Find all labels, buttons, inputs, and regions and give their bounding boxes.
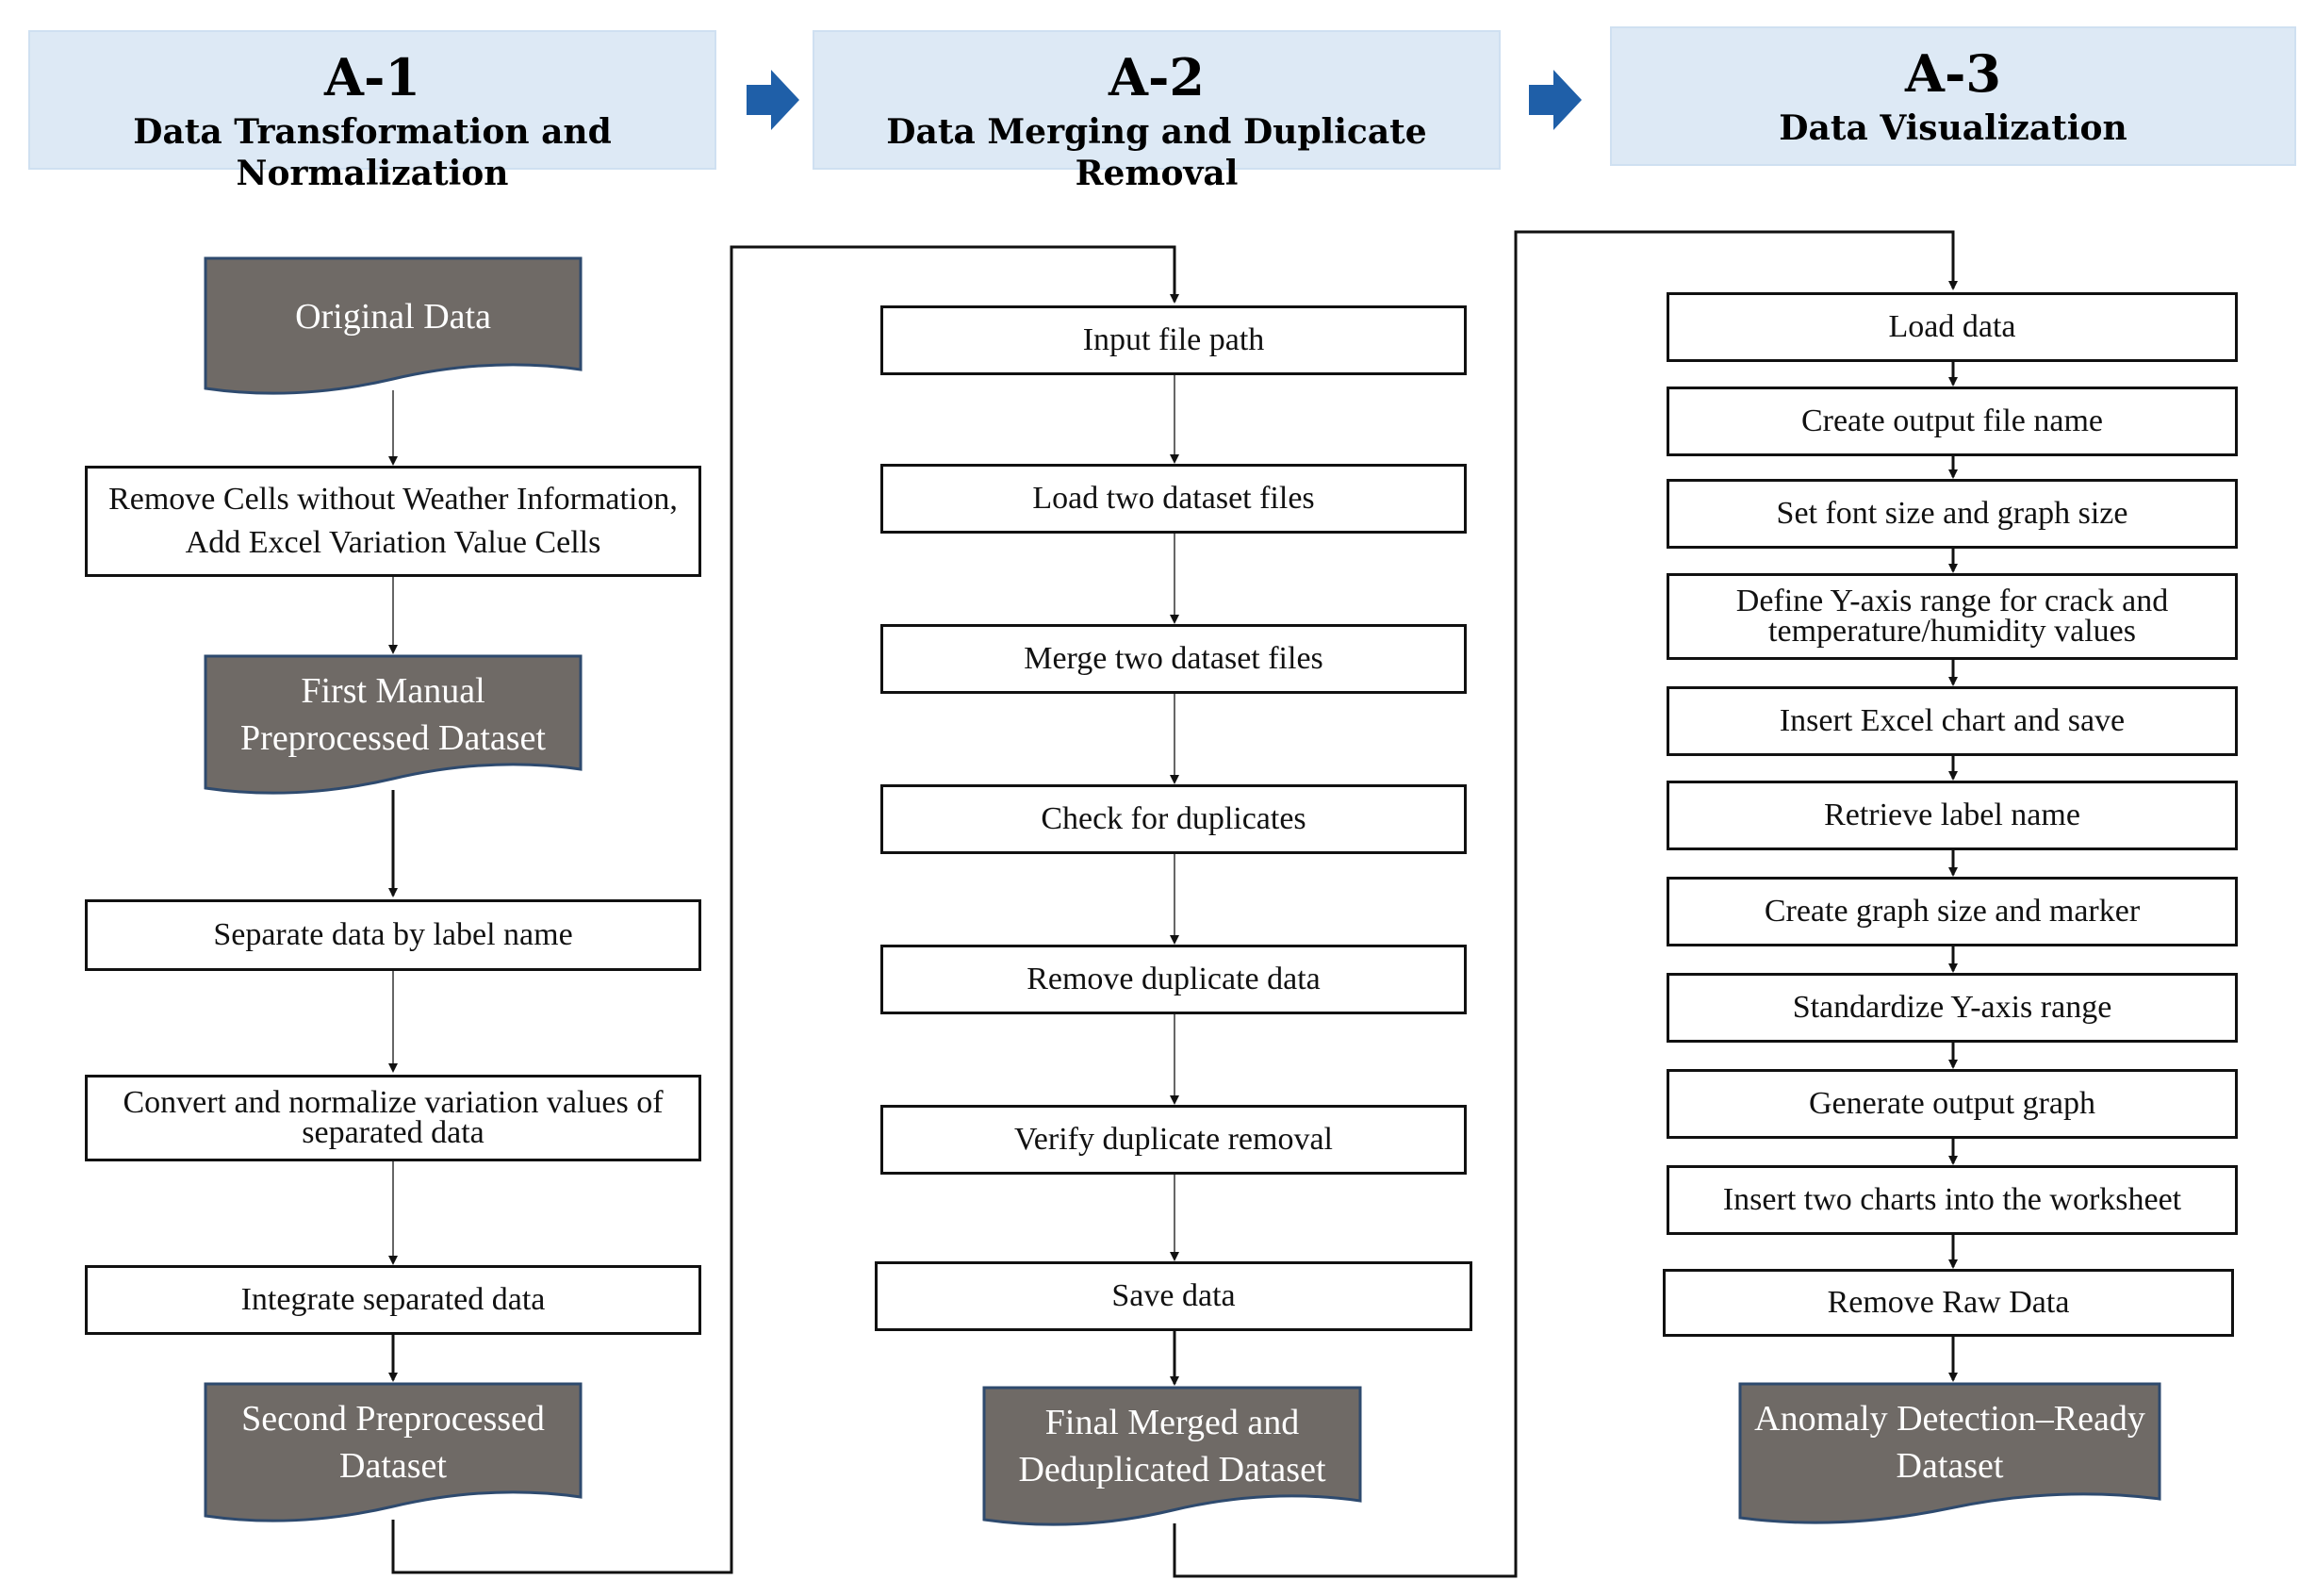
stage-code: A-1: [324, 47, 420, 107]
stage-title: Data Merging and Duplicate Removal: [886, 112, 1427, 193]
stage-title: Data Transformation and Normalization: [133, 112, 612, 193]
stage-code: A-3: [1905, 43, 2001, 104]
a2-step-save-data: Save data: [875, 1261, 1472, 1331]
a3-step-generate-graph: Generate output graph: [1667, 1069, 2238, 1139]
a3-step-load-data: Load data: [1667, 292, 2238, 362]
a3-step-standardize-y-axis: Standardize Y-axis range: [1667, 973, 2238, 1043]
dataset-final-merged-label: Final Merged and Deduplicated Dataset: [1018, 1403, 1326, 1489]
a3-step-set-font-graph-size: Set font size and graph size: [1667, 479, 2238, 549]
a1-step-separate-data: Separate data by label name: [85, 899, 701, 971]
dataset-anomaly-ready-label: Anomaly Detection–Ready Dataset: [1754, 1399, 2145, 1486]
dataset-shape-anomaly-ready: [1738, 1382, 2161, 1524]
dataset-second-preprocessed-label: Second Preprocessed Dataset: [241, 1399, 545, 1486]
a2-step-remove-duplicates: Remove duplicate data: [880, 945, 1467, 1014]
dataset-shape-original-data: [204, 256, 583, 395]
stage-header-a1: A-1 Data Transformation and Normalizatio…: [28, 30, 716, 193]
a3-step-define-y-axis: Define Y-axis range for crack and temper…: [1667, 573, 2238, 660]
dataset-shape-first-manual: [204, 654, 583, 795]
a3-step-insert-chart-save: Insert Excel chart and save: [1667, 686, 2238, 756]
connector-a2-to-a3: [1173, 230, 1958, 1578]
a3-step-insert-two-charts: Insert two charts into the worksheet: [1667, 1165, 2238, 1235]
a2-step-load-files: Load two dataset files: [880, 464, 1467, 534]
dataset-shape-final-merged: [982, 1386, 1362, 1526]
a1-step-integrate: Integrate separated data: [85, 1265, 701, 1335]
a3-step-create-output-name: Create output file name: [1667, 387, 2238, 456]
stage-header-a2: A-2 Data Merging and Duplicate Removal: [813, 30, 1501, 193]
a2-step-input-file-path: Input file path: [880, 305, 1467, 375]
a1-step-convert-normalize: Convert and normalize variation values o…: [85, 1075, 701, 1161]
connector-a1-to-a2: [391, 245, 1179, 1574]
stage-code: A-2: [1109, 47, 1205, 107]
a3-step-remove-raw-data: Remove Raw Data: [1663, 1269, 2234, 1337]
a2-step-merge-files: Merge two dataset files: [880, 624, 1467, 694]
a3-step-retrieve-label: Retrieve label name: [1667, 781, 2238, 850]
a1-step-remove-cells: Remove Cells without Weather Information…: [85, 466, 701, 577]
stage-arrow-icon: [747, 70, 799, 130]
a3-step-graph-size-marker: Create graph size and marker: [1667, 877, 2238, 946]
a2-step-verify-removal: Verify duplicate removal: [880, 1105, 1467, 1175]
dataset-original-data-label: Original Data: [295, 297, 491, 337]
stage-header-a3: A-3 Data Visualization: [1610, 26, 2296, 166]
stage-arrow-icon: [1529, 70, 1582, 130]
a2-step-check-duplicates: Check for duplicates: [880, 784, 1467, 854]
dataset-first-manual-label: First Manual Preprocessed Dataset: [240, 671, 546, 758]
dataset-shape-second-preprocessed: [204, 1382, 583, 1522]
stage-title: Data Visualization: [1779, 108, 2127, 148]
